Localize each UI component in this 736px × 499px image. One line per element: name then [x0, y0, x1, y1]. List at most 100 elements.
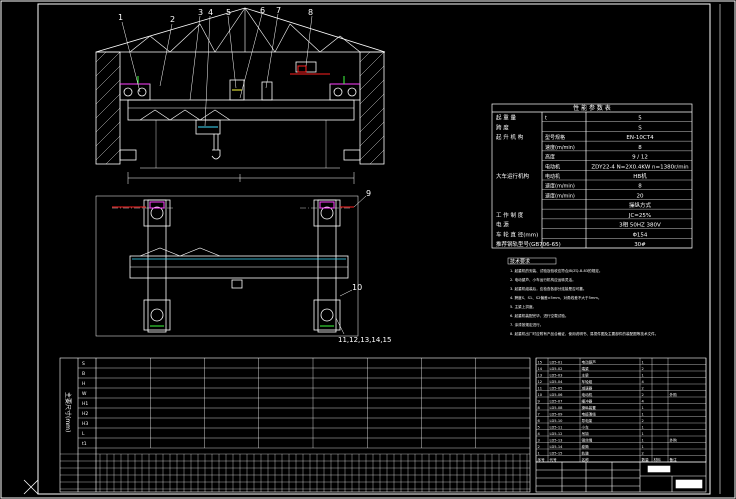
- dim-row-label: H3: [82, 421, 88, 427]
- right-wall-hatch: [359, 51, 385, 165]
- dim-row-label: L: [82, 431, 85, 437]
- spec-row-label: 推荐钢轨型号(GB706-65): [496, 240, 561, 248]
- dim-row-label: W: [82, 391, 87, 397]
- callout-11-15: 11,12,13,14,15: [338, 336, 391, 344]
- dimension-table: [59, 357, 531, 493]
- spec-row-value: 8: [638, 184, 642, 190]
- callout-2: 2: [170, 15, 175, 24]
- left-end-carriage: [119, 83, 151, 101]
- spec-row-sub: t: [545, 116, 547, 122]
- bom-cell: 减速器: [582, 385, 593, 390]
- main-girder: [127, 99, 355, 121]
- bom-cell: 15: [538, 360, 543, 364]
- bom-cell: 10: [538, 393, 543, 397]
- spec-row-value: Φ154: [633, 232, 648, 238]
- bom-cell: 卷筒: [582, 444, 590, 449]
- bom-cell: 2: [642, 451, 644, 455]
- bom-cell: LD5-14: [550, 445, 564, 449]
- bom-cell: 7: [538, 412, 540, 416]
- technical-notes: 技术要求 1. 起重机的安装、试验及验收应符合JB/ZQ-8-83的规定。2. …: [507, 257, 658, 336]
- plan-left-end-beam: [147, 199, 167, 333]
- bom-cell: 6: [538, 419, 541, 423]
- bom-cell: 11: [538, 386, 543, 390]
- spec-row-sub: 高度: [545, 154, 555, 161]
- bom-cell: 4: [538, 432, 541, 436]
- bom-cell: 1: [642, 412, 644, 416]
- title-block: [535, 461, 707, 493]
- note-line: 3. 起重机组装后，应检查各部分连接是否可靠。: [510, 286, 586, 291]
- hoist-trolley: [195, 119, 221, 135]
- bom-cell: LD5-05: [550, 386, 563, 390]
- bom-cell: 13: [538, 373, 543, 377]
- bom-cell: 主梁: [582, 372, 590, 377]
- left-wall-hatch: [95, 51, 121, 165]
- bom-cell: 导电架: [582, 418, 593, 423]
- bom-cell: 吊钩: [582, 431, 590, 436]
- bom-cell: 4: [642, 399, 645, 403]
- callout-9: 9: [366, 189, 371, 198]
- spec-row-value: 8: [638, 145, 642, 151]
- spec-row-label: 电 源: [496, 221, 509, 229]
- bom-cell: LD5-02: [550, 367, 563, 371]
- left-wall: [95, 51, 121, 165]
- hook: [211, 149, 221, 160]
- bom-cell: LD5-01: [550, 360, 563, 364]
- bom-cell: 1: [538, 451, 540, 455]
- bom-cell: 5: [538, 425, 540, 429]
- note-line: 5. 主梁上拱度。: [510, 304, 536, 309]
- spec-row-label: 跨 度: [496, 123, 509, 131]
- frame-corner-mark: [23, 479, 39, 495]
- bom-cell: 1: [642, 438, 644, 442]
- callout-1: 1: [118, 13, 123, 22]
- bom-cell: LD5-04: [550, 380, 564, 384]
- bom-cell: 1: [642, 360, 644, 364]
- bom-cell: 9: [538, 399, 541, 403]
- bom-cell: LD5-06: [550, 393, 564, 397]
- bom-cell: LD5-08: [550, 406, 564, 410]
- bom-cell: 1: [642, 373, 644, 377]
- note-line: 4. 跨度S、S1、S2偏差±5mm，对角线差不大于5mm。: [510, 295, 601, 300]
- bom-cell: 2: [642, 386, 644, 390]
- spec-row-value: JC=25%: [628, 213, 651, 219]
- callout-6: 6: [260, 6, 265, 15]
- bom-cell: 外购: [670, 437, 678, 442]
- notes-lines: 1. 起重机的安装、试验及验收应符合JB/ZQ-8-83的规定。2. 电动葫芦、…: [510, 268, 658, 336]
- truss-web-members: [129, 7, 361, 53]
- note-line: 7. 涂漆按规定进行。: [510, 322, 543, 327]
- elevation-accents: [120, 65, 360, 128]
- bom-cell: 8: [538, 406, 541, 410]
- dim-row-label: t1: [82, 441, 87, 447]
- bom-cell: 14: [538, 367, 543, 371]
- inner-frame: [37, 3, 711, 495]
- bom-cell: 操纵装置: [582, 405, 597, 410]
- bom-cell: 电缆滑线: [582, 411, 597, 416]
- spec-row-value: 操纵方式: [629, 201, 652, 209]
- dim-row-label: H2: [82, 411, 88, 417]
- bom-cell: 2: [642, 393, 644, 397]
- callout-7: 7: [276, 6, 281, 15]
- bom-cell: 3: [538, 438, 540, 442]
- bom-cell: 1: [642, 432, 644, 436]
- note-line: 2. 电动葫芦、小车运行机构应运转灵活。: [510, 277, 576, 282]
- spec-row-sub: 速度(m/min): [545, 144, 575, 151]
- spec-row-label: 起 重 量: [496, 114, 516, 122]
- spec-row-sub: 型号规格: [545, 134, 565, 141]
- dim-row-label: S: [82, 361, 85, 367]
- bom-cell: 小车: [582, 424, 590, 429]
- bom-cell: LD5-11: [550, 425, 563, 429]
- bom-cell: 钢丝绳: [582, 437, 593, 442]
- spec-row-sub: 速度(m/min): [545, 183, 575, 190]
- plan-hoist: [231, 279, 243, 289]
- spec-row-sub: 速度(m/min): [545, 192, 575, 199]
- bom-header-cell: 数量: [642, 457, 650, 462]
- bom-cell: 轨道: [582, 450, 590, 455]
- bom-cell: 车轮组: [582, 379, 593, 384]
- bom-cell: 2: [642, 419, 644, 423]
- dimension-table-grid: [60, 358, 530, 492]
- bom-cell: 1: [642, 445, 644, 449]
- right-end-carriage: [329, 83, 361, 101]
- spec-row-value: EN-10CT4: [626, 135, 654, 141]
- bom-cell: 4: [642, 380, 645, 384]
